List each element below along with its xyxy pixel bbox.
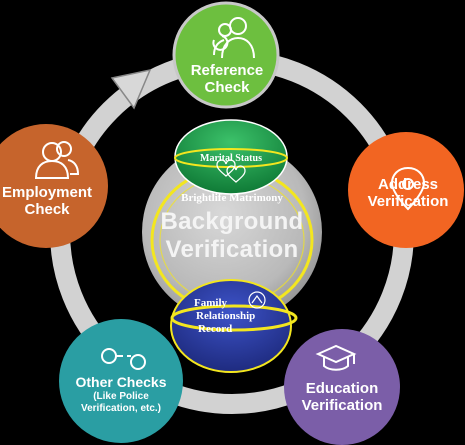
education-verification-node xyxy=(284,329,400,445)
family-record-band xyxy=(170,304,298,332)
education-verification-label: Education Verification xyxy=(290,380,394,415)
employment-line2: Check xyxy=(24,201,70,219)
other-line2: (Like Police xyxy=(93,391,149,403)
employment-check-label: Employment Check xyxy=(0,184,94,219)
center-title: Background Verification xyxy=(142,208,322,263)
reference-check-label: Reference Check xyxy=(186,62,268,97)
address-line2: Verification xyxy=(367,193,449,211)
handcuffs-icon xyxy=(101,348,146,370)
family-icon xyxy=(248,291,266,309)
family-line3: Record xyxy=(198,323,233,336)
other-checks-node xyxy=(59,319,183,443)
reference-line1: Reference xyxy=(190,62,264,79)
hearts-icon xyxy=(216,159,246,183)
users-refresh-icon xyxy=(212,17,255,59)
brand-label: Brightlife Matrimony xyxy=(181,192,283,204)
reference-check-node xyxy=(172,1,280,109)
reference-line2: Check xyxy=(204,79,250,97)
other-line1: Other Checks xyxy=(75,374,167,390)
other-line3: Verification, etc.) xyxy=(80,402,162,414)
family-record-bubble xyxy=(170,279,292,373)
address-line1: Address xyxy=(377,176,439,193)
users-icon xyxy=(34,141,80,179)
other-checks-label: Other Checks (Like Police Verification, … xyxy=(62,374,180,414)
center-sphere xyxy=(142,142,322,322)
marital-status-label: Marital Status xyxy=(200,153,262,164)
employment-line1: Employment xyxy=(1,184,92,201)
address-verification-node xyxy=(348,132,464,248)
family-record-label: Family Relationship Record xyxy=(190,297,290,337)
family-line2: Relationship xyxy=(196,310,256,323)
address-verification-label: Address Verification xyxy=(356,176,460,211)
graduation-cap-icon xyxy=(315,344,357,371)
employment-check-node xyxy=(0,124,108,248)
marital-status-band xyxy=(174,148,288,168)
center-title-line2: Verification xyxy=(165,235,299,263)
education-line1: Education xyxy=(305,380,379,397)
education-line2: Verification xyxy=(301,397,383,415)
center-title-line1: Background xyxy=(160,208,304,235)
family-line1: Family xyxy=(194,297,227,309)
ring-arrow-head xyxy=(110,68,152,110)
location-pin-icon xyxy=(390,166,426,211)
